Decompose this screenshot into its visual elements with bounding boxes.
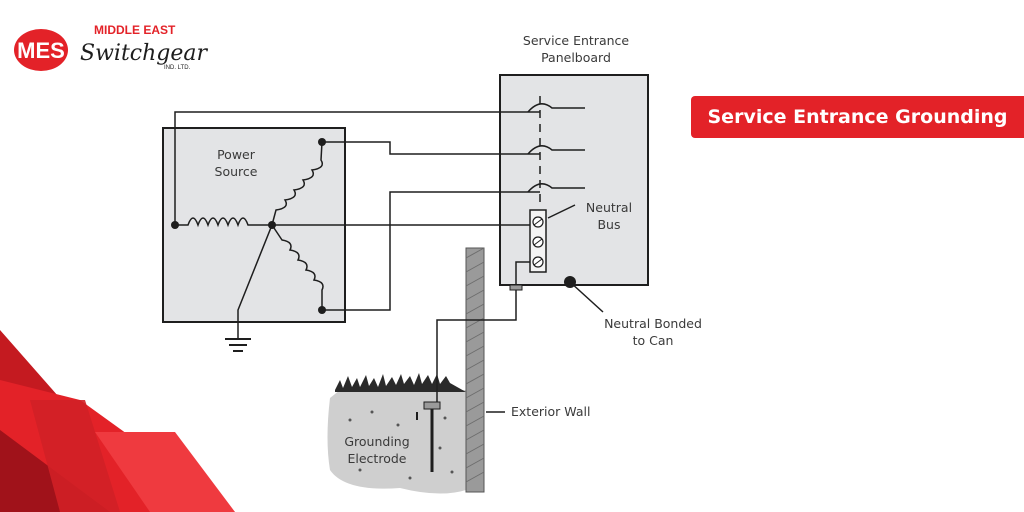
neutral-bond-dot <box>564 276 576 288</box>
conduit-fitting <box>509 284 523 291</box>
grounding-electrode-label-1: Grounding <box>344 434 409 449</box>
brand-name-top: MIDDLE EAST <box>94 23 176 37</box>
brand-name-script: Switchgear <box>80 41 208 66</box>
ground-symbol <box>225 338 251 352</box>
brand-name-suffix: IND. LTD. <box>164 65 191 71</box>
panelboard-box <box>499 74 649 286</box>
logo-text: MES <box>17 38 65 63</box>
neutral-bonded-label-1: Neutral Bonded <box>604 316 702 331</box>
neutral-bus-label-1: Neutral <box>586 200 632 215</box>
winding-terminals <box>171 138 326 314</box>
neutral-bonded-label-2: to Can <box>633 333 674 348</box>
decorative-red-shapes <box>0 330 235 512</box>
grounding-electrode-label-2: Electrode <box>348 451 407 466</box>
neutral-bus-bar <box>529 209 547 273</box>
neutral-bus-label-2: Bus <box>597 217 620 232</box>
exterior-wall-label: Exterior Wall <box>511 404 590 419</box>
breakers <box>527 96 585 206</box>
power-source-label-1: Power <box>217 147 256 162</box>
grounding-electrode-rod <box>416 401 441 472</box>
exterior-wall <box>465 247 485 493</box>
company-logo: MES MIDDLE EAST Switchgear IND. LTD. <box>14 23 208 71</box>
panelboard-label-1: Service Entrance <box>523 33 629 48</box>
power-source-label-2: Source <box>215 164 258 179</box>
wiring <box>174 111 604 413</box>
logo-badge <box>14 29 68 71</box>
title-badge: Service Entrance Grounding <box>691 96 1024 138</box>
generator-windings <box>176 141 324 310</box>
panelboard-label-2: Panelboard <box>541 50 611 65</box>
